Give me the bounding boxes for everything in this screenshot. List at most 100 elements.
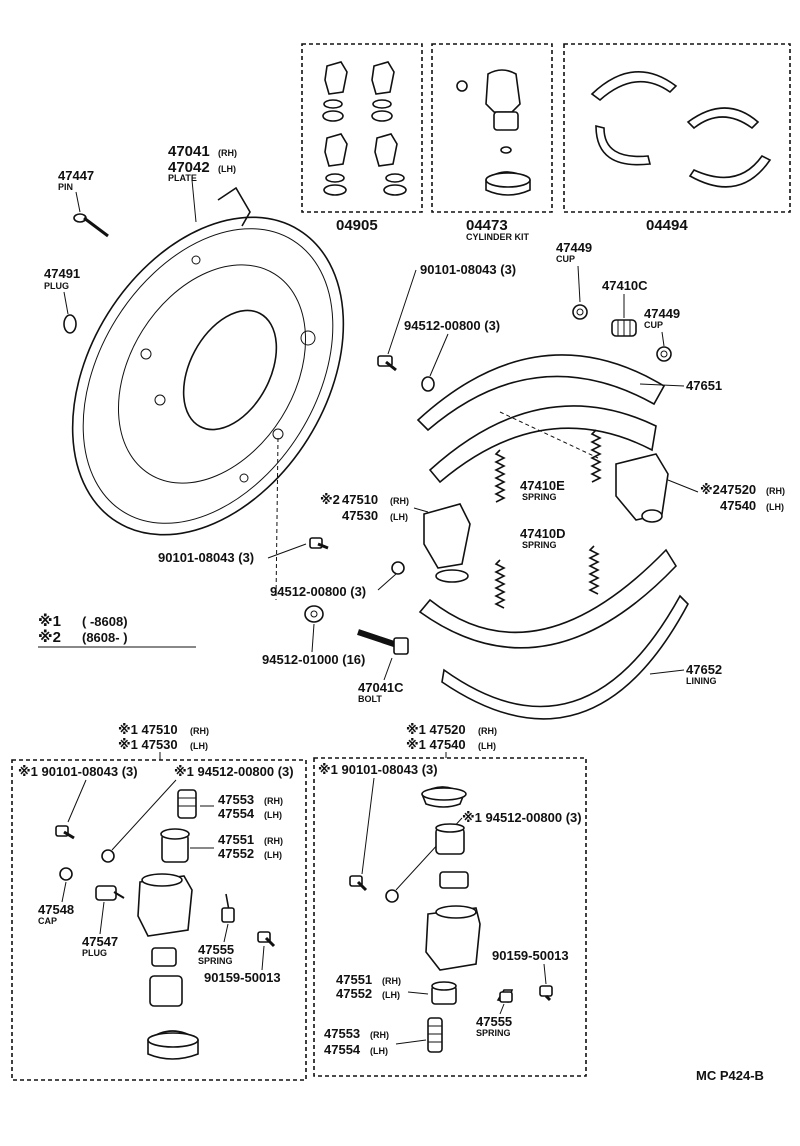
box-left-washer-label: ※1 94512-00800 (3)	[174, 764, 294, 779]
washer-mid-label: 94512-00800 (3)	[270, 584, 366, 599]
cup-icon	[572, 304, 588, 320]
lining-number: 47652	[686, 662, 722, 677]
adjuster-spring-icon	[611, 319, 637, 337]
box-right-head-rh-side: (RH)	[478, 726, 497, 736]
bolt-icon	[309, 537, 329, 550]
box-right-head-lh-side: (LH)	[478, 741, 496, 751]
kit-04494-label: 04494	[646, 217, 688, 234]
box-right-47551-side: (RH)	[382, 976, 401, 986]
box-right: ※1 90101-08043 (3) ※1 94512-00800 (3) 90…	[313, 757, 587, 1077]
shoe-number: 47651	[686, 378, 722, 393]
box-right-screw-label: 90159-50013	[492, 948, 569, 963]
wc-left-lh-number: 47530	[342, 508, 378, 523]
box-right-47552: 47552	[336, 986, 372, 1001]
bolt-mid-label: 90101-08043 (3)	[158, 550, 254, 565]
bleeder-spring-icon	[177, 789, 197, 819]
box-left-bolt-label: ※1 90101-08043 (3)	[18, 764, 138, 779]
box-left-47553: 47553	[218, 792, 254, 807]
washer-top-label: 94512-00800 (3)	[404, 318, 500, 333]
cup1-number: 47449	[556, 240, 592, 255]
cylinder-body-icon	[425, 905, 481, 971]
wc-right-rh-side: (RH)	[766, 486, 785, 496]
box-left-47554-side: (LH)	[264, 810, 282, 820]
wc-right-lh-number: 47540	[720, 498, 756, 513]
screw-icon	[539, 985, 553, 1002]
adjuster-spring-icon	[221, 893, 235, 923]
box-left-head-rh: ※1 47510	[118, 722, 178, 737]
box-right-47553: 47553	[324, 1026, 360, 1041]
brake-shoe-set-icon	[590, 70, 772, 188]
box-right-head-rh: ※1 47520	[406, 722, 466, 737]
box-left-plug-name: PLUG	[82, 948, 107, 958]
plate-lh-number: 47042	[168, 159, 210, 176]
box-left-spring-number: 47555	[198, 942, 234, 957]
washer-icon	[101, 849, 115, 863]
legend-value-2: (8608- )	[82, 630, 128, 645]
legend-value-1: ( -8608)	[82, 614, 128, 629]
upper-brake-shoe	[416, 354, 666, 484]
bolt-big-name: BOLT	[358, 694, 382, 704]
plate-rh-side: (RH)	[218, 148, 237, 158]
bolt-top-label: 90101-08043 (3)	[420, 262, 516, 277]
kit-04905-parts	[322, 61, 407, 196]
kit-box-04905: 04905	[301, 43, 423, 234]
wc-left-rh-number: 47510	[342, 492, 378, 507]
box-right-head-lh: ※1 47540	[406, 737, 466, 752]
box-left-head-rh-side: (RH)	[190, 726, 209, 736]
wheel-cylinder-right-icon	[615, 453, 669, 523]
cup-icon	[656, 346, 672, 362]
wc-right-mark: ※2	[700, 482, 720, 497]
box-right-spring-number: 47555	[476, 1014, 512, 1029]
box-left-cap-number: 47548	[38, 902, 74, 917]
box-right-47552-side: (LH)	[382, 990, 400, 1000]
wc-right-lh-side: (LH)	[766, 502, 784, 512]
box-right-bolt-label: ※1 90101-08043 (3)	[318, 762, 438, 777]
wc-left-rh-side: (RH)	[390, 496, 409, 506]
screw-icon	[257, 931, 276, 948]
spring-e-name: SPRING	[522, 492, 557, 502]
adjuster-spring-icon	[496, 989, 514, 1003]
wheel-cylinder-left-icon	[423, 503, 471, 583]
spring-d-number: 47410D	[520, 526, 566, 541]
cap-icon	[59, 867, 73, 881]
plate-lh-side: (LH)	[218, 164, 236, 174]
box-left-screw-label: 90159-50013	[204, 970, 281, 985]
wc-right-rh-number: 47520	[720, 482, 756, 497]
box-left-cap-name: CAP	[38, 916, 57, 926]
piston-icon	[147, 947, 199, 1060]
bolt-icon	[349, 875, 368, 892]
legend: ※1 ( -8608) ※2 (8608- )	[38, 612, 196, 648]
kit-04473-label: 04473	[466, 217, 508, 234]
bolt-icon	[55, 825, 75, 840]
cup2-name: CUP	[644, 320, 663, 330]
kit-04473-parts	[456, 69, 531, 196]
spring-e-number: 47410E	[520, 478, 565, 493]
legend-mark-1: ※1	[38, 612, 61, 630]
box-right-spring-name: SPRING	[476, 1028, 511, 1038]
hub-bolt-icon	[357, 629, 409, 655]
washer-icon	[421, 376, 435, 392]
washer-icon	[304, 605, 324, 623]
legend-mark-2: ※2	[38, 628, 61, 646]
kit-box-04473: 04473 CYLINDER KIT	[431, 43, 553, 242]
backing-plate	[71, 186, 345, 536]
dust-boot-icon	[421, 786, 467, 808]
box-right-47553-side: (RH)	[370, 1030, 389, 1040]
spring-d-name: SPRING	[522, 540, 557, 550]
kit-04905-label: 04905	[336, 217, 378, 234]
box-left-47551-side: (RH)	[264, 836, 283, 846]
plug-number: 47491	[44, 266, 80, 281]
wc-left-lh-side: (LH)	[390, 512, 408, 522]
washer-icon	[391, 561, 405, 575]
box-left-47552: 47552	[218, 846, 254, 861]
plug-name: PLUG	[44, 281, 69, 291]
pin-number: 47447	[58, 168, 94, 183]
lining-name: LINING	[686, 676, 717, 686]
wc-left-mark: ※2	[320, 492, 340, 507]
kit-box-04494: 04494	[563, 43, 791, 234]
box-right-washer-label: ※1 94512-00800 (3)	[462, 810, 582, 825]
bolt-big-number: 47041C	[358, 680, 404, 695]
box-right-47554: 47554	[324, 1042, 361, 1057]
plate-rh-number: 47041	[168, 143, 210, 160]
